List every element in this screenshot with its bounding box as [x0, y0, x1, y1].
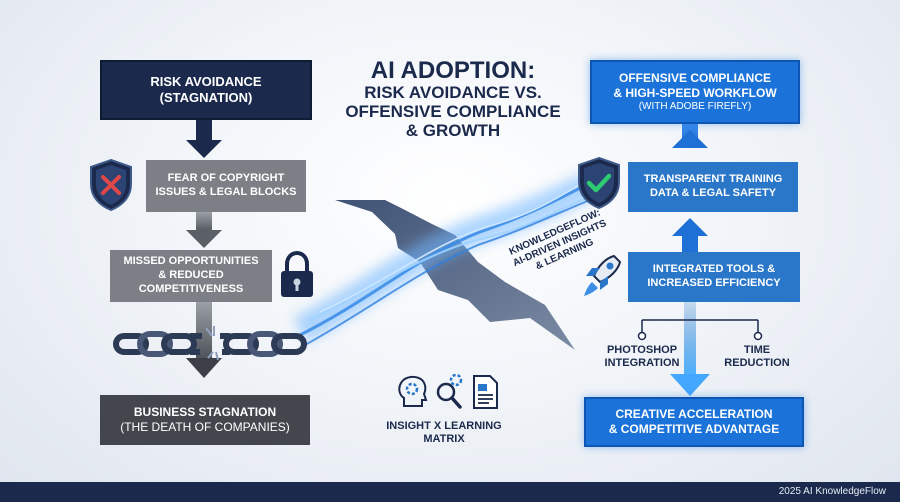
- offensive-line3: (WITH ADOBE FIREFLY): [638, 100, 752, 112]
- arrow-down-1: [186, 140, 222, 158]
- offensive-line1: OFFENSIVE COMPLIANCE: [618, 70, 771, 85]
- risk-avoidance-box: RISK AVOIDANCE (STAGNATION): [100, 60, 312, 120]
- energy-stream: [293, 172, 597, 346]
- arrow-down-beam: [670, 374, 710, 396]
- fear-copyright-box: FEAR OF COPYRIGHT ISSUES & LEGAL BLOCKS: [146, 160, 306, 212]
- stagnation-line1: BUSINESS STAGNATION: [133, 405, 277, 419]
- integrated-line2: INCREASED EFFICIENCY: [647, 277, 781, 289]
- title-line-1: AI ADOPTION:: [370, 57, 536, 84]
- padlock-icon: [281, 250, 313, 297]
- matrix-line2: MATRIX: [423, 433, 465, 446]
- title-line-3: OFFENSIVE COMPLIANCE: [345, 102, 561, 122]
- time-reduction-label: TIME REDUCTION: [712, 344, 802, 370]
- missed-line2: & REDUCED: [158, 269, 224, 282]
- gear-head-icon: [398, 375, 428, 407]
- transparent-line2: DATA & LEGAL SAFETY: [649, 187, 777, 199]
- photoshop-line1: PHOTOSHOP: [606, 344, 678, 356]
- insight-matrix-label: INSIGHT x LEARNING MATRIX: [374, 420, 514, 446]
- stagnation-line2: (THE DEATH OF COMPANIES): [120, 420, 290, 434]
- time-line2: REDUCTION: [724, 357, 790, 370]
- creative-line2: & COMPETITIVE ADVANTAGE: [608, 422, 780, 436]
- arrow-up-2: [672, 218, 708, 236]
- footer-text: 2025 AI KnowledgeFlow: [778, 486, 886, 497]
- shield-x-icon: [90, 158, 132, 212]
- matrix-line1: INSIGHT x LEARNING: [386, 420, 502, 432]
- offensive-line2: & HIGH-SPEED WORKFLOW: [613, 85, 777, 100]
- risk-avoidance-line1: RISK AVOIDANCE: [150, 73, 262, 89]
- time-line1: TIME: [743, 344, 771, 356]
- missed-opportunities-box: MISSED OPPORTUNITIES & REDUCED COMPETITI…: [110, 250, 272, 302]
- fear-line1: FEAR OF COPYRIGHT: [167, 172, 285, 185]
- background-graphics: [186, 120, 763, 396]
- shield-check-icon: [578, 156, 620, 210]
- rocket-icon: [584, 254, 622, 296]
- offensive-compliance-box: OFFENSIVE COMPLIANCE & HIGH-SPEED WORKFL…: [590, 60, 800, 124]
- transparent-training-box: TRANSPARENT TRAINING DATA & LEGAL SAFETY: [628, 162, 798, 212]
- missed-line1: MISSED OPPORTUNITIES: [123, 255, 259, 268]
- photoshop-line2: INTEGRATION: [604, 357, 680, 370]
- integrated-tools-box: INTEGRATED TOOLS & INCREASED EFFICIENCY: [628, 252, 800, 302]
- ground-crack: [335, 200, 575, 350]
- main-title: AI ADOPTION: RISK AVOIDANCE vs. OFFENSIV…: [318, 57, 588, 140]
- business-stagnation-box: BUSINESS STAGNATION (THE DEATH OF COMPAN…: [100, 395, 310, 445]
- missed-line3: COMPETITIVENESS: [138, 282, 244, 295]
- fear-line2: ISSUES & LEGAL BLOCKS: [155, 186, 297, 198]
- transparent-line1: TRANSPARENT TRAINING: [643, 173, 783, 186]
- title-line-4: & GROWTH: [405, 120, 501, 140]
- integrated-line1: INTEGRATED TOOLS &: [652, 263, 776, 276]
- document-icon: [473, 375, 498, 409]
- arrow-up-1: [672, 130, 708, 148]
- creative-acceleration-box: CREATIVE ACCELERATION & COMPETITIVE ADVA…: [584, 397, 804, 447]
- arrow-down-3: [186, 358, 222, 378]
- creative-line1: CREATIVE ACCELERATION: [615, 407, 773, 421]
- arrow-down-2: [186, 230, 222, 248]
- risk-avoidance-line2: (STAGNATION): [159, 90, 253, 105]
- footer-bar: 2025 AI KnowledgeFlow: [0, 482, 900, 502]
- title-line-2: RISK AVOIDANCE vs.: [364, 83, 542, 103]
- magnifier-gear-icon: [436, 373, 463, 409]
- photoshop-integration-label: PHOTOSHOP INTEGRATION: [590, 344, 694, 370]
- broken-chain-icon: [113, 326, 307, 361]
